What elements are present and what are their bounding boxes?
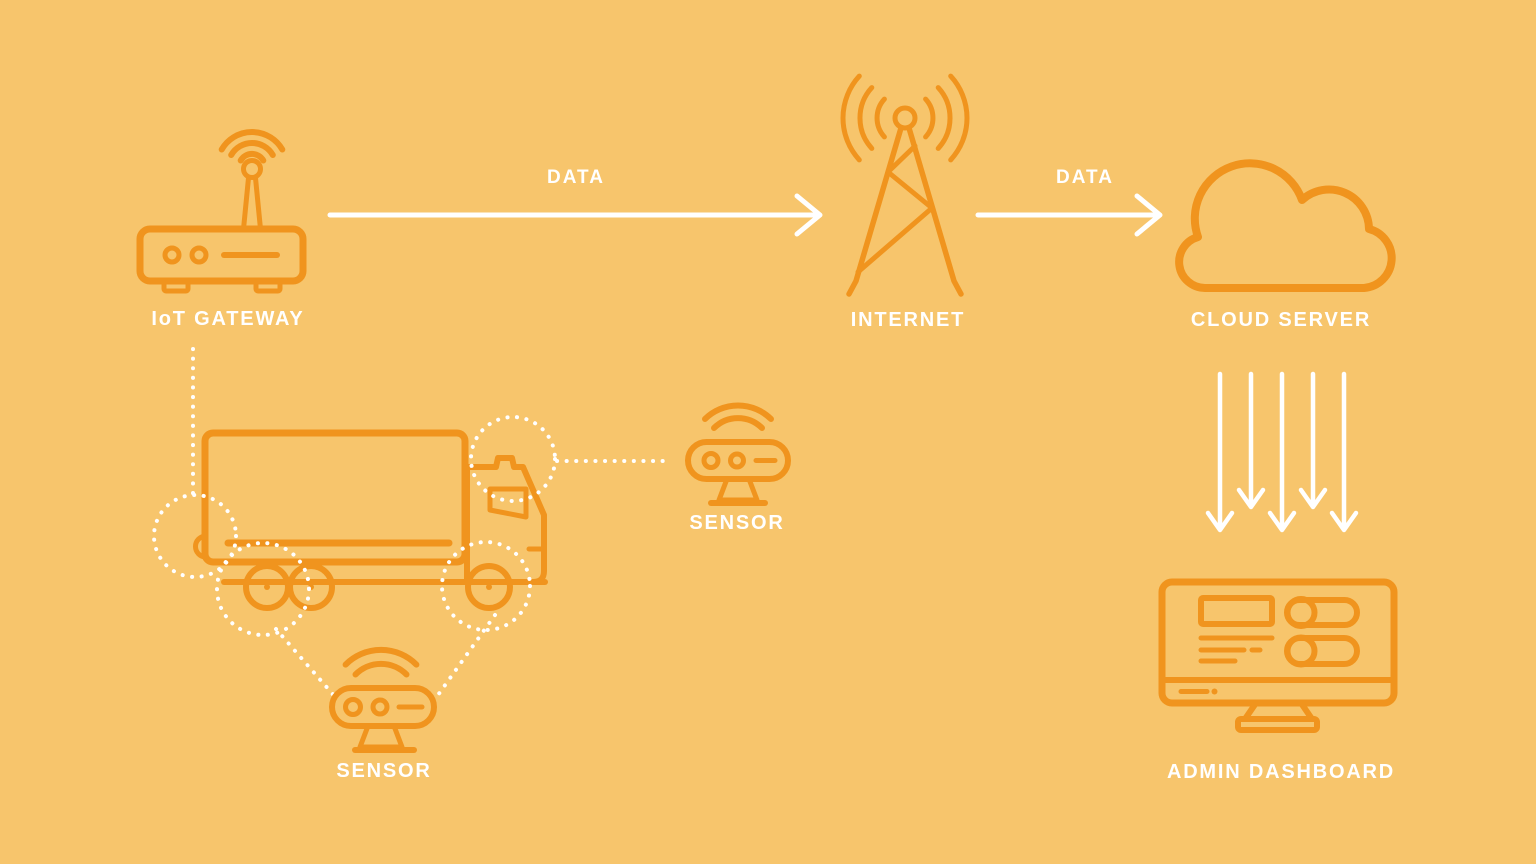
- sensor-wifi-arc-small: [352, 660, 410, 678]
- router-led-2: [189, 245, 209, 265]
- cloud-icon: [1175, 159, 1396, 292]
- toggle-pill-1: [1284, 597, 1360, 628]
- bezel-dot: [1211, 688, 1218, 695]
- truck-icon: [193, 429, 548, 611]
- tower-top-circle: [892, 105, 918, 131]
- toggle-pill-2: [1284, 635, 1360, 667]
- data-label-2: DATA: [1056, 167, 1114, 188]
- iot-gateway-label: IoT GATEWAY: [151, 308, 305, 330]
- sensor-icon-wheels: [329, 646, 437, 753]
- antenna-tip-circle: [241, 158, 263, 180]
- monitor-base: [1235, 716, 1320, 733]
- signal-arc-right-2: [935, 85, 953, 151]
- truck-wheel-front: [465, 563, 513, 611]
- truck-cab: [464, 455, 547, 585]
- arrow-head: [1134, 193, 1163, 237]
- toggle-knob-2: [1284, 634, 1318, 668]
- sensor-location-markers: [152, 347, 673, 701]
- down-arrow-3: [1267, 371, 1297, 533]
- down-arrow-4: [1298, 371, 1328, 510]
- radio-tower-icon: [840, 73, 970, 297]
- sensor-lens-1: [343, 697, 363, 717]
- cloud-to-dashboard-arrows: [1205, 371, 1359, 533]
- arrow-head: [794, 193, 823, 237]
- data-label-1: DATA: [547, 167, 605, 188]
- monitor-icon: [1158, 578, 1398, 733]
- dotted-circle-rear-bumper: [152, 493, 238, 579]
- router-body: [136, 225, 307, 285]
- signal-arc-left-1: [874, 96, 887, 140]
- router-foot-right: [253, 278, 283, 294]
- down-arrow-5: [1329, 371, 1359, 533]
- dotted-circle-front-wheel: [440, 540, 532, 632]
- wifi-arc-small: [237, 150, 267, 164]
- sensor-icon-cab: [685, 402, 791, 506]
- antenna-mast: [241, 175, 263, 232]
- sensor-wifi-arc-large: [342, 646, 420, 668]
- wifi-arc-large: [218, 129, 286, 153]
- dotted-circle-rear-wheels: [215, 541, 311, 637]
- signal-arc-right-1: [923, 96, 936, 140]
- router-foot-left: [161, 278, 191, 294]
- cloud-server-label: CLOUD SERVER: [1190, 309, 1372, 331]
- cloud-outline: [1175, 159, 1396, 292]
- sensor-wifi-arc-small: [711, 415, 765, 431]
- down-arrow-2: [1236, 371, 1266, 510]
- sensor-cab-label: SENSOR: [689, 512, 785, 534]
- dotted-link-rearwheel-to-sensor: [274, 627, 339, 701]
- wheel-hub-3: [486, 584, 492, 590]
- dotted-circle-cab: [469, 415, 557, 503]
- router-led-1: [162, 245, 182, 265]
- wheel-hub-1: [264, 584, 270, 590]
- sensor-lens-2: [370, 697, 390, 717]
- sensor-stand: [357, 723, 405, 750]
- tower-braces: [855, 143, 935, 275]
- wifi-arc-mid: [228, 140, 276, 158]
- sensor-wifi-arc-large: [702, 402, 774, 422]
- dotted-link-frontwheel-to-sensor: [436, 613, 497, 697]
- tower-right-leg: [906, 125, 964, 297]
- cab-window: [487, 486, 529, 520]
- signal-arc-left-3: [840, 73, 862, 163]
- sensor-lens-2: [728, 451, 746, 470]
- tower-left-leg: [846, 125, 904, 297]
- sensor-stand: [716, 476, 760, 503]
- admin-dashboard-label: ADMIN DASHBOARD: [1166, 761, 1396, 783]
- monitor-frame: [1158, 578, 1398, 707]
- wifi-router-icon: [136, 129, 307, 294]
- truck-rear-bumper: [193, 533, 209, 560]
- data-arrow-internet-to-cloud: [975, 193, 1163, 237]
- data-arrow-gateway-to-internet: [327, 193, 823, 237]
- sensor-wheels-label: SENSOR: [336, 760, 432, 782]
- truck-wheel-rear-2: [287, 563, 335, 611]
- down-arrow-1: [1205, 371, 1235, 533]
- screen-panel-rect: [1198, 595, 1275, 627]
- toggle-knob-1: [1284, 596, 1318, 629]
- internet-label: INTERNET: [850, 309, 966, 331]
- sensor-lens-1: [701, 451, 721, 470]
- signal-arc-right-3: [948, 73, 970, 163]
- signal-arc-left-2: [857, 85, 875, 151]
